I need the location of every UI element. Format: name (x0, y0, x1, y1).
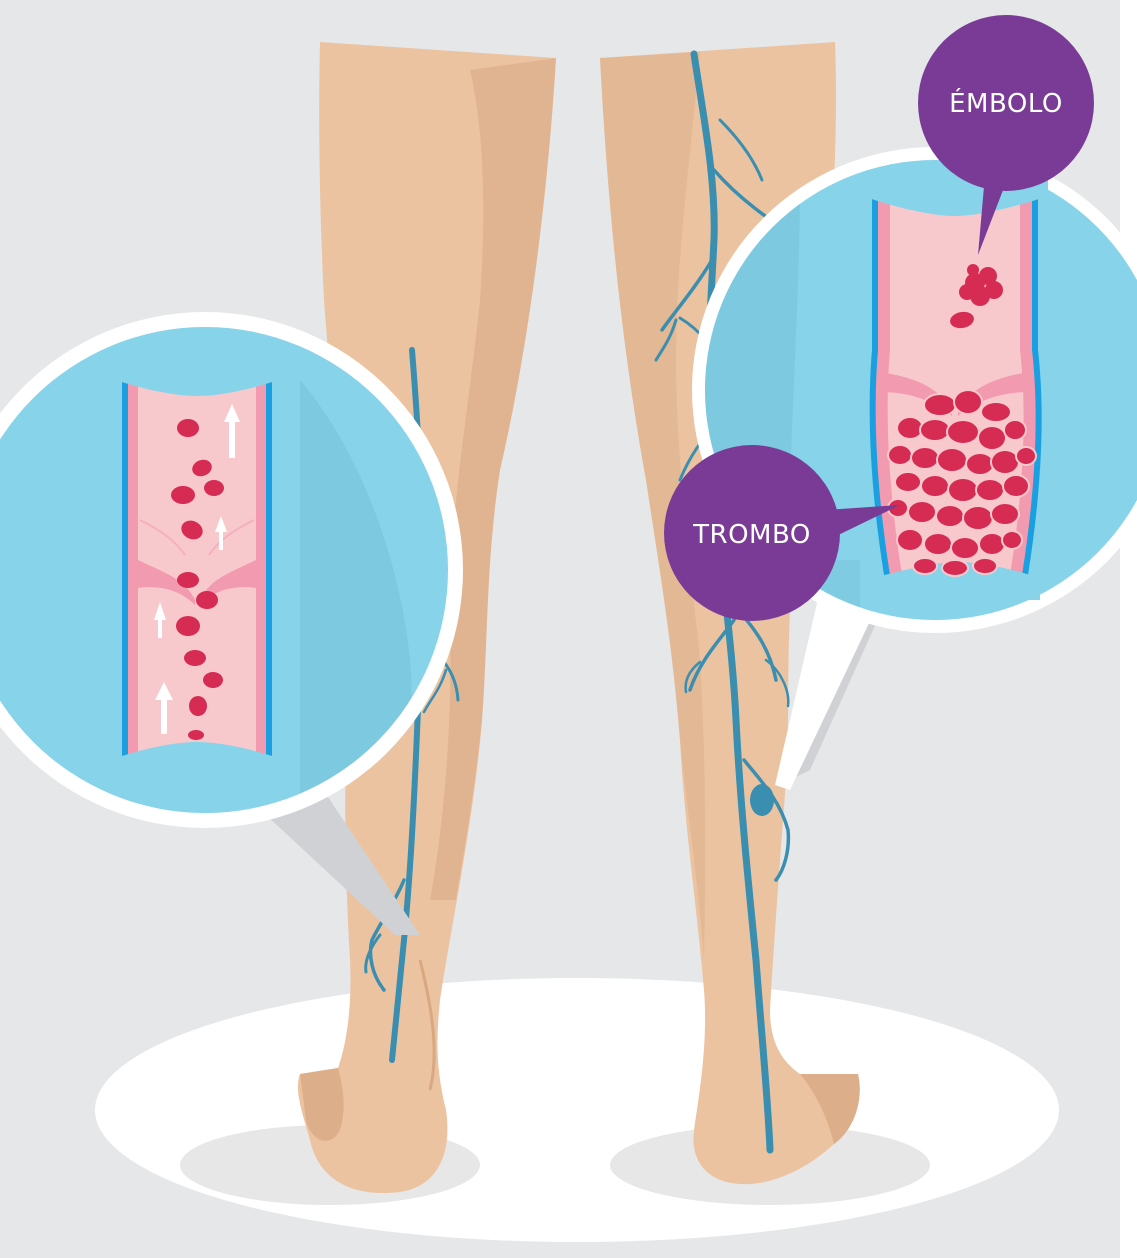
thrombus-bulge (750, 784, 774, 816)
right-margin (1120, 0, 1137, 1258)
embolo-label: ÉMBOLO (949, 87, 1063, 119)
blocked-vessel (862, 180, 1048, 600)
trombo-label: TROMBO (692, 520, 811, 550)
floor-ellipse (95, 978, 1059, 1242)
healthy-vessel (110, 360, 284, 780)
